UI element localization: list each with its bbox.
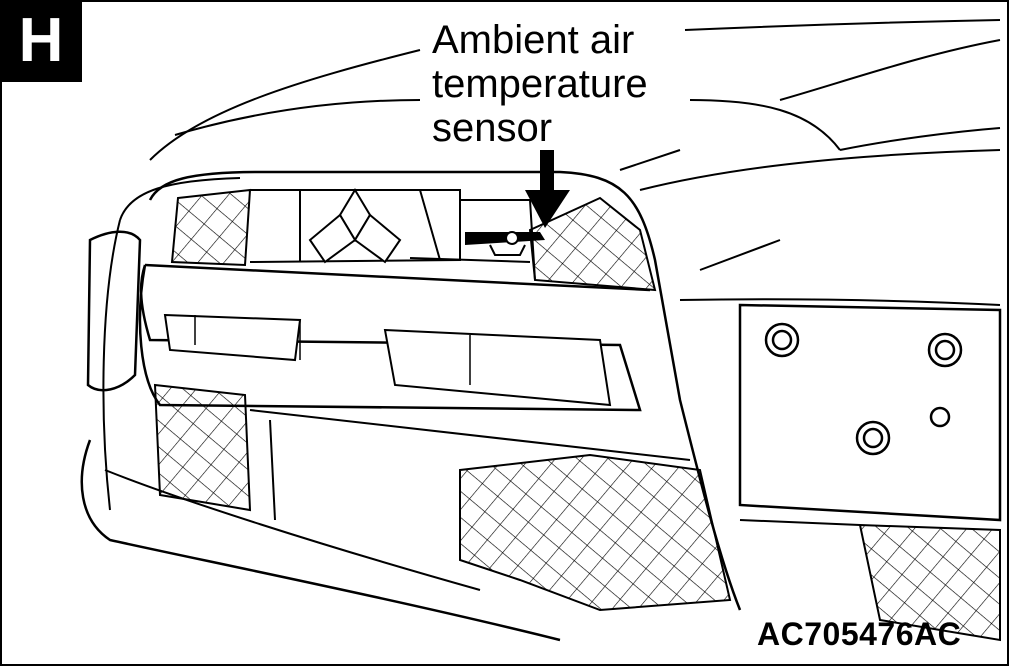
callout-arrow bbox=[525, 150, 570, 228]
callout-line-2: temperature bbox=[432, 62, 648, 106]
lower-left-mesh bbox=[153, 383, 252, 512]
callout-line-3: sensor bbox=[432, 106, 553, 150]
figure-id: AC705476AC bbox=[757, 616, 962, 652]
lower-center-mesh bbox=[459, 453, 732, 612]
panel-letter-badge: H bbox=[0, 0, 82, 82]
brand-emblem bbox=[308, 188, 402, 264]
fog-lamp-housing bbox=[86, 230, 142, 392]
mounting-holes bbox=[764, 322, 963, 456]
hood-lines bbox=[149, 19, 1001, 271]
callout-line-1: Ambient air bbox=[432, 18, 635, 62]
sensor-callout-label: Ambient air temperature sensor bbox=[432, 18, 648, 150]
ambient-air-temperature-sensor bbox=[465, 231, 545, 256]
lower-right-mesh bbox=[858, 523, 1001, 642]
upper-left-mesh bbox=[170, 188, 252, 267]
